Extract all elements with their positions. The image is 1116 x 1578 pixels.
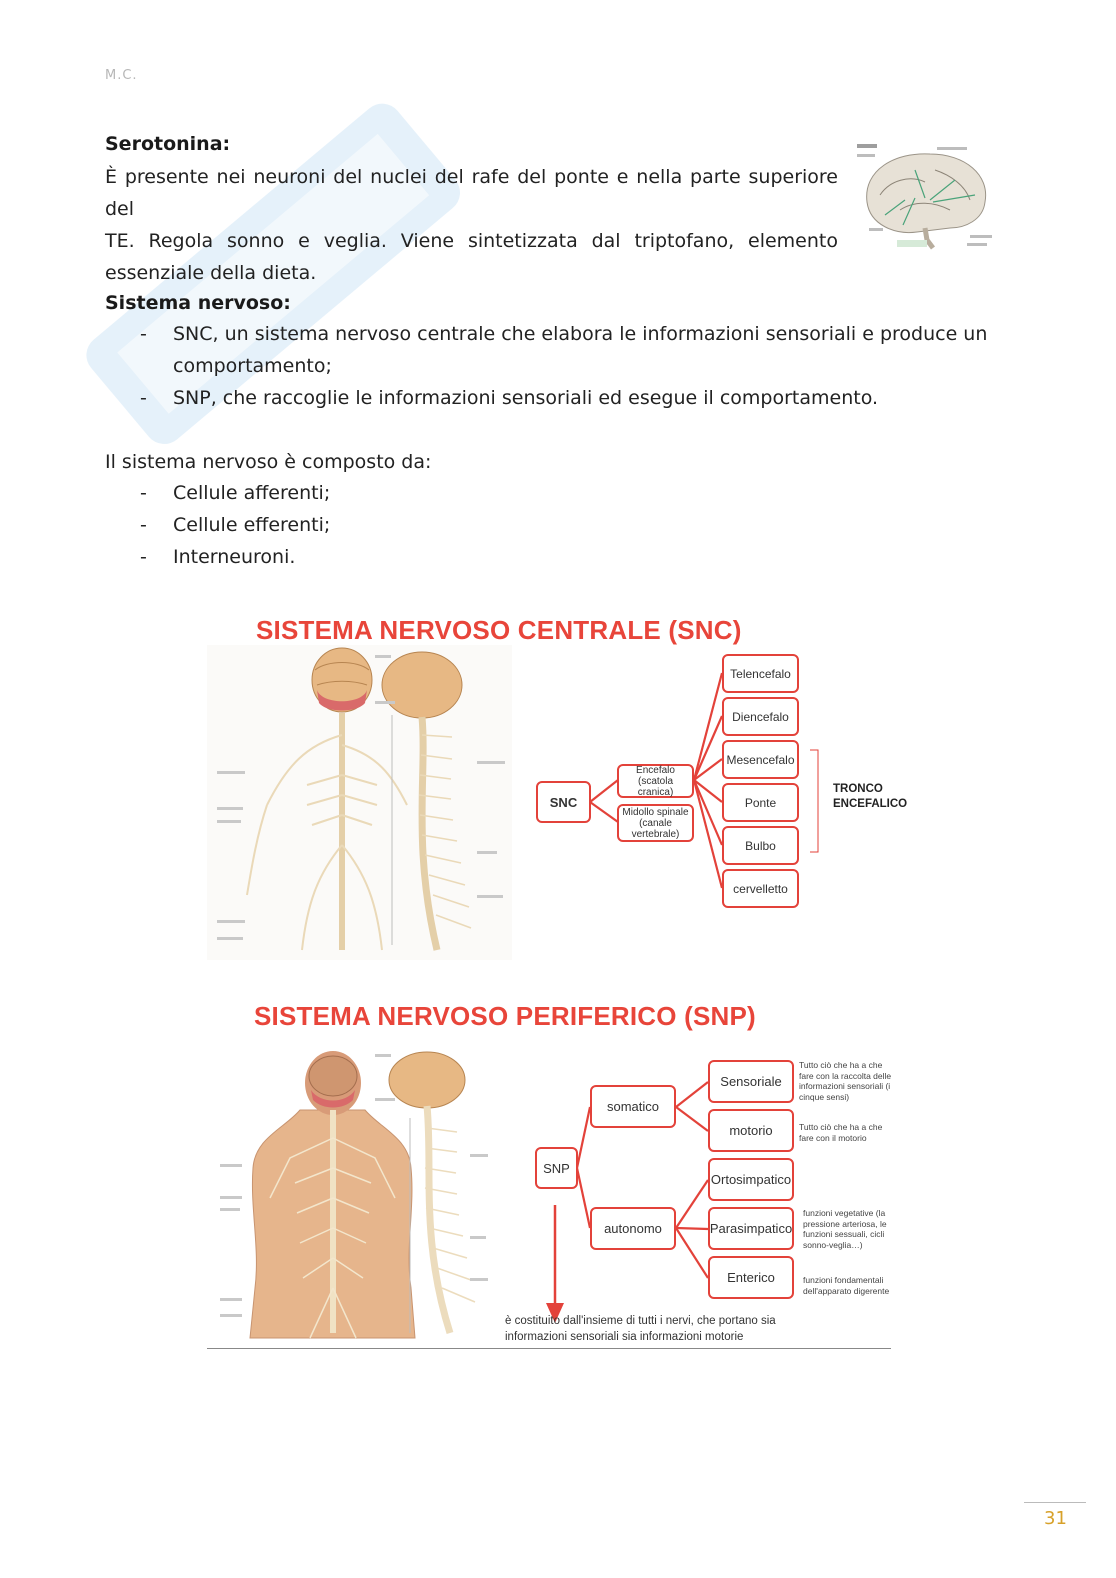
motorio-box: motorio xyxy=(708,1109,794,1152)
parasimpatico-box: Parasimpatico xyxy=(708,1207,794,1250)
note-parasimpatico: funzioni vegetative (la pressione arteri… xyxy=(803,1208,887,1250)
serotonina-heading: Serotonina: xyxy=(105,133,231,155)
ortosimpatico-box: Ortosimpatico xyxy=(708,1158,794,1201)
note-enterico: funzioni fondamentali dell'apparato dige… xyxy=(803,1275,890,1296)
mesencefalo-box: Mesencefalo xyxy=(722,740,799,779)
serotonina-line-3: essenziale della dieta. xyxy=(105,262,317,284)
bullet-dash: - xyxy=(140,387,147,409)
snc-anatomy-illustration xyxy=(207,645,512,960)
figure-bottom-rule xyxy=(207,1348,891,1349)
tronco-encefalico-label: TRONCO ENCEFALICO xyxy=(833,782,907,812)
list-item: Interneuroni. xyxy=(173,546,296,568)
bullet-dash: - xyxy=(140,514,147,536)
telencefalo-box: Telencefalo xyxy=(722,654,799,693)
list-item: SNC, un sistema nervoso centrale che ela… xyxy=(173,323,988,345)
snp-caption-line-2: informazioni sensoriali sia informazioni… xyxy=(505,1331,744,1343)
snc-root-box: SNC xyxy=(536,781,591,823)
autonomo-box: autonomo xyxy=(590,1207,676,1250)
sistema-nervoso-list: - SNC, un sistema nervoso centrale che e… xyxy=(105,318,1005,414)
snp-caption: è costituito dall'insieme di tutti i ner… xyxy=(505,1313,776,1345)
snp-figure-title: SISTEMA NERVOSO PERIFERICO (SNP) xyxy=(254,1001,756,1031)
midollo-spinale-box: Midollo spinale (canale vertebrale) xyxy=(617,804,694,842)
composto-list: - Cellule afferenti; - Cellule efferenti… xyxy=(105,477,605,573)
serotonina-paragraph: È presente nei neuroni del nuclei del ra… xyxy=(105,161,838,289)
list-item: SNP, che raccoglie le informazioni senso… xyxy=(173,387,879,409)
watermark-logo xyxy=(86,103,461,445)
page-number: 31 xyxy=(1044,1508,1067,1529)
composto-intro: Il sistema nervoso è composto da: xyxy=(105,451,432,473)
snc-figure-title: SISTEMA NERVOSO CENTRALE (SNC) xyxy=(256,615,742,645)
snp-anatomy-illustration xyxy=(215,1048,495,1340)
footer-rule xyxy=(1024,1502,1086,1503)
sistema-nervoso-heading: Sistema nervoso: xyxy=(105,292,291,314)
somatico-box: somatico xyxy=(590,1085,676,1128)
note-motorio: Tutto ciò che ha a che fare con il motor… xyxy=(799,1122,883,1143)
sensoriale-box: Sensoriale xyxy=(708,1060,794,1103)
bulbo-box: Bulbo xyxy=(722,826,799,865)
list-item: Cellule efferenti; xyxy=(173,514,331,536)
snp-caption-line-1: è costituito dall'insieme di tutti i ner… xyxy=(505,1315,776,1327)
snc-connectors xyxy=(589,672,819,889)
bullet-dash: - xyxy=(140,546,147,568)
snp-root-box: SNP xyxy=(535,1147,578,1189)
list-item: Cellule afferenti; xyxy=(173,482,331,504)
ponte-box: Ponte xyxy=(722,783,799,822)
tronco-label-line-1: TRONCO xyxy=(833,783,883,795)
diencefalo-box: Diencefalo xyxy=(722,697,799,736)
serotonin-brain-illustration xyxy=(855,140,1000,255)
encefalo-box: Encefalo (scatola cranica) xyxy=(617,764,694,798)
author-initials: M.C. xyxy=(105,68,138,83)
bullet-dash: - xyxy=(140,482,147,504)
bullet-dash: - xyxy=(140,323,147,345)
note-sensoriale: Tutto ciò che ha a che fare con la racco… xyxy=(799,1060,892,1102)
snp-connectors xyxy=(546,1081,709,1323)
serotonina-line-2: TE. Regola sonno e veglia. Viene sinteti… xyxy=(105,230,838,252)
enterico-box: Enterico xyxy=(708,1256,794,1299)
tronco-label-line-2: ENCEFALICO xyxy=(833,798,908,810)
serotonina-line-1: È presente nei neuroni del nuclei del ra… xyxy=(105,166,838,220)
cervelletto-box: cervelletto xyxy=(722,869,799,908)
list-item-continuation: comportamento; xyxy=(173,355,332,377)
